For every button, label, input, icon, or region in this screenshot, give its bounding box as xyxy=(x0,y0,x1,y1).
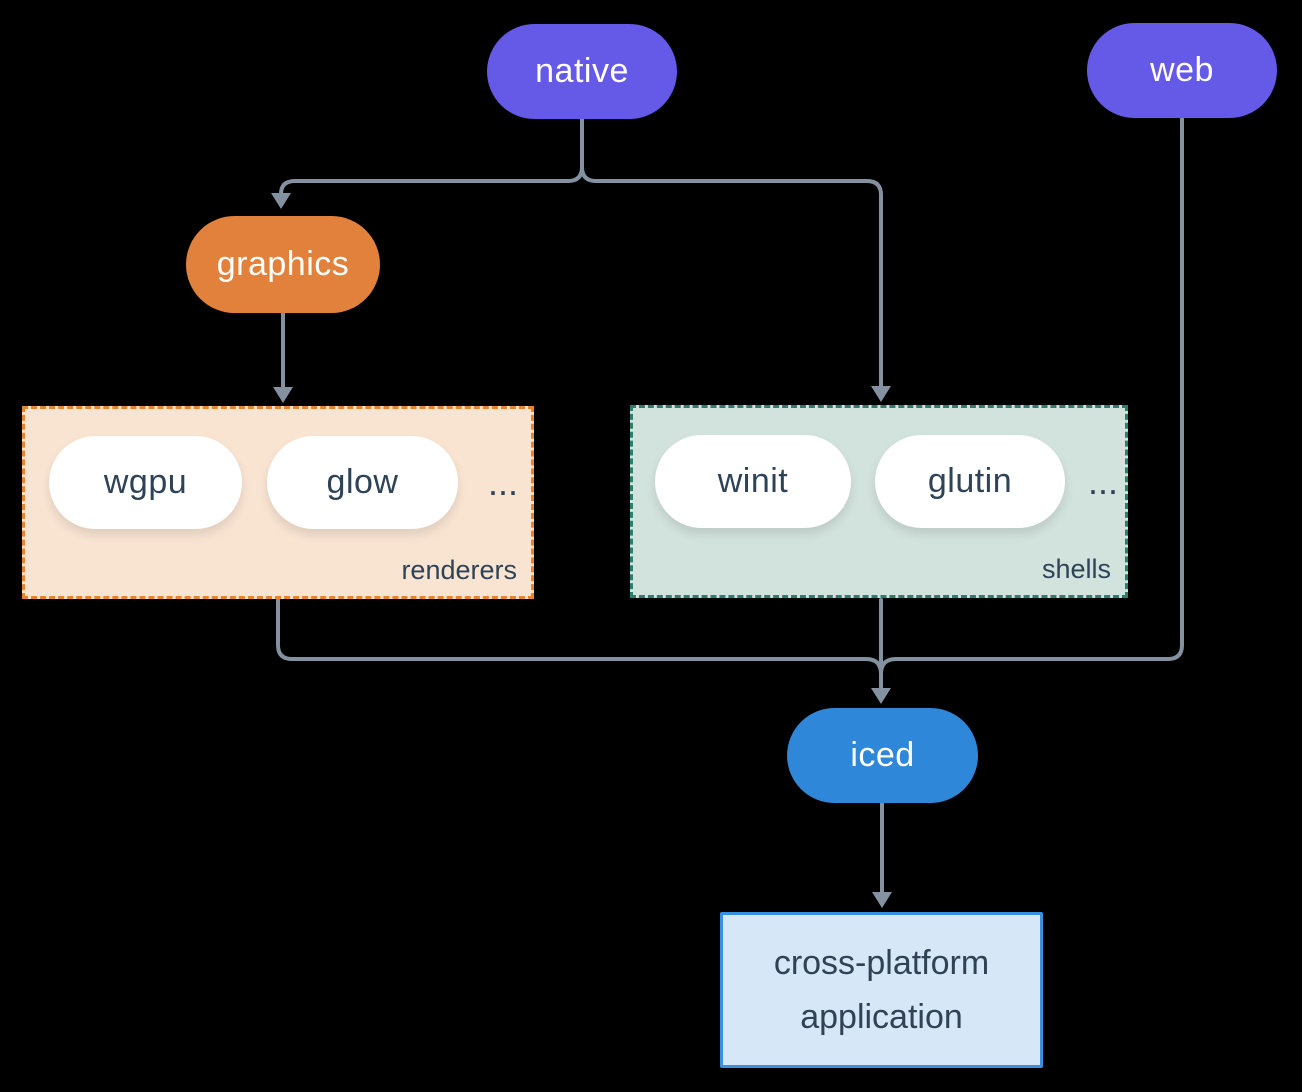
group-renderers-label: renderers xyxy=(401,555,517,585)
group-shells: winit glutin ... shells xyxy=(630,405,1128,598)
node-native-label: native xyxy=(535,52,629,90)
node-graphics: graphics xyxy=(186,216,380,313)
arrowhead-into-iced xyxy=(871,688,891,704)
group-renderers: wgpu glow ... renderers xyxy=(22,406,534,599)
pill-wgpu-label: wgpu xyxy=(103,463,188,501)
arrowhead-into-app xyxy=(872,892,892,908)
renderers-ellipsis: ... xyxy=(487,461,518,503)
app-label-line1: cross-platform xyxy=(773,944,990,982)
edge-renderers-iced xyxy=(276,598,883,690)
shells-ellipsis: ... xyxy=(1087,460,1118,502)
node-cross-platform-application: cross-platform application xyxy=(720,912,1043,1068)
pill-glutin-label: glutin xyxy=(927,462,1013,500)
pill-winit: winit xyxy=(655,435,851,528)
edge-web-iced xyxy=(879,117,1184,676)
pill-glow: glow xyxy=(267,436,458,529)
edge-native-shells xyxy=(580,117,883,388)
arrowhead-into-graphics xyxy=(271,193,291,209)
node-web-label: web xyxy=(1150,51,1214,89)
pill-glutin: glutin xyxy=(875,435,1065,528)
pill-wgpu: wgpu xyxy=(49,436,242,529)
arrowhead-into-shells xyxy=(871,386,891,402)
node-iced-label: iced xyxy=(850,736,915,774)
pill-glow-label: glow xyxy=(326,463,399,501)
pill-winit-label: winit xyxy=(717,462,789,500)
node-iced: iced xyxy=(787,708,978,803)
app-label-line2: application xyxy=(800,998,963,1036)
node-web: web xyxy=(1087,23,1277,118)
edge-native-graphics xyxy=(279,117,584,198)
arrowhead-into-renderers xyxy=(273,387,293,403)
node-native: native xyxy=(487,24,677,119)
group-shells-label: shells xyxy=(1041,554,1111,584)
node-graphics-label: graphics xyxy=(216,245,350,283)
